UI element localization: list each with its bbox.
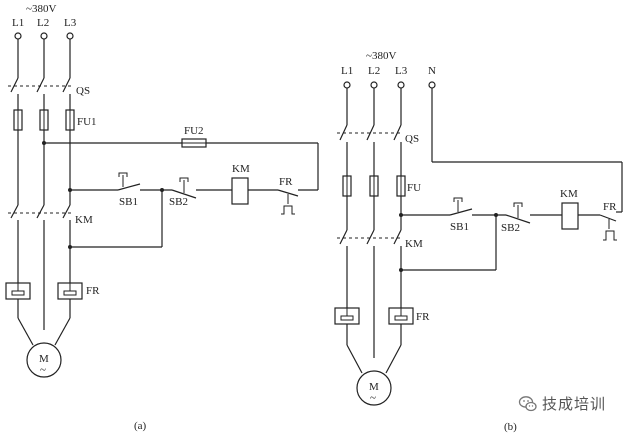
voltage-label-b: ~380V bbox=[366, 50, 396, 62]
fr-contact-label-b: FR bbox=[603, 201, 617, 213]
sb1-label-a: SB1 bbox=[119, 196, 138, 208]
km-coil-a bbox=[231, 177, 249, 205]
fu1-label-a: FU1 bbox=[77, 116, 97, 128]
fr-heater-label-b: FR bbox=[416, 311, 430, 323]
caption-a: (a) bbox=[134, 420, 147, 432]
phase-label-l1-a: L1 bbox=[12, 17, 24, 29]
phase-label-l2-b: L2 bbox=[368, 65, 380, 77]
motor-a bbox=[26, 342, 62, 378]
watermark-text: 技成培训 bbox=[542, 395, 607, 413]
sb1-label-b: SB1 bbox=[450, 221, 469, 233]
motor-label-b: M bbox=[369, 381, 379, 393]
fr-heater-label-a: FR bbox=[86, 285, 100, 297]
km-coil-b bbox=[561, 202, 579, 230]
diagram-a: ~380V L1 L2 L3 QS FU bbox=[5, 3, 319, 432]
terminal-l1-b bbox=[343, 81, 351, 89]
phase-label-l3-a: L3 bbox=[64, 17, 77, 29]
sb2-button-b bbox=[505, 202, 531, 224]
motor-sub-label-b: ~ bbox=[370, 392, 376, 404]
terminal-l2-b bbox=[370, 81, 378, 89]
terminal-l1-a bbox=[14, 32, 22, 40]
motor-sub-label-a: ~ bbox=[40, 364, 46, 376]
fu2-fuse-a bbox=[181, 138, 207, 148]
terminal-l3-a bbox=[66, 32, 74, 40]
qs-label-b: QS bbox=[405, 133, 419, 145]
qs-label-a: QS bbox=[76, 85, 90, 97]
terminal-l3-b bbox=[397, 81, 405, 89]
motor-b bbox=[356, 370, 392, 406]
phase-label-l3-b: L3 bbox=[395, 65, 408, 77]
km-label-b: KM bbox=[405, 238, 423, 250]
qs-switch-b bbox=[337, 124, 403, 141]
terminal-n-b bbox=[428, 81, 436, 89]
sb2-label-a: SB2 bbox=[169, 196, 188, 208]
sb1-button-b bbox=[449, 197, 473, 216]
wechat-icon bbox=[518, 395, 537, 411]
fu1-fuses-a bbox=[13, 109, 75, 131]
sb1-button-a bbox=[117, 172, 141, 191]
fu2-label-a: FU2 bbox=[184, 125, 204, 137]
km-label-a: KM bbox=[75, 214, 93, 226]
watermark: 技成培训 bbox=[518, 393, 606, 414]
fr-heater-a bbox=[5, 282, 83, 300]
fr-contact-a bbox=[277, 189, 299, 215]
phase-label-n-b: N bbox=[428, 65, 436, 77]
sb2-label-b: SB2 bbox=[501, 222, 520, 234]
diagram-b: ~380V L1 L2 L3 N QS bbox=[334, 50, 623, 433]
km-main-contacts-a bbox=[8, 204, 72, 219]
phase-label-l1-b: L1 bbox=[341, 65, 353, 77]
caption-b: (b) bbox=[504, 421, 517, 433]
qs-switch-a bbox=[8, 77, 72, 93]
voltage-label-a: ~380V bbox=[26, 3, 56, 15]
km-coil-label-b: KM bbox=[560, 188, 578, 200]
fu-fuses-b bbox=[342, 175, 406, 197]
fr-contact-label-a: FR bbox=[279, 176, 293, 188]
sb2-button-a bbox=[171, 177, 197, 199]
motor-label-a: M bbox=[39, 353, 49, 365]
fr-contact-b bbox=[599, 214, 617, 241]
km-coil-label-a: KM bbox=[232, 163, 250, 175]
phase-label-l2-a: L2 bbox=[37, 17, 49, 29]
km-main-contacts-b bbox=[337, 229, 403, 245]
fu-label-b: FU bbox=[407, 182, 421, 194]
terminal-l2-a bbox=[40, 32, 48, 40]
